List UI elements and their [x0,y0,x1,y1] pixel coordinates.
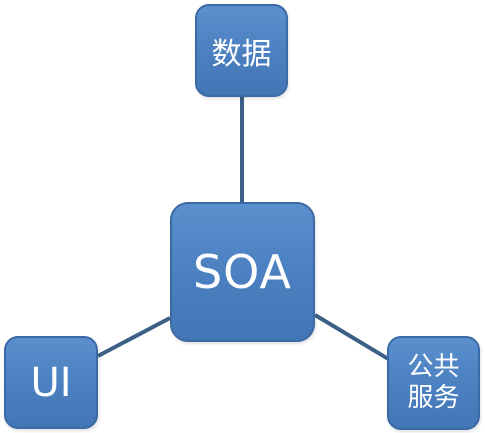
node-ui-label: UI [30,359,72,406]
node-public-service-line-2: 服务 [407,383,460,413]
node-soa-label: SOA [192,245,293,299]
node-public-service: 公共 服务 [387,336,480,430]
node-ui: UI [4,336,98,429]
node-public-service-line-1: 公共 [407,351,460,382]
node-soa: SOA [170,202,315,342]
node-data-label: 数据 [211,36,272,72]
connector-bottom-right [313,313,392,362]
node-data: 数据 [195,4,288,97]
connector-bottom-left [97,316,171,358]
